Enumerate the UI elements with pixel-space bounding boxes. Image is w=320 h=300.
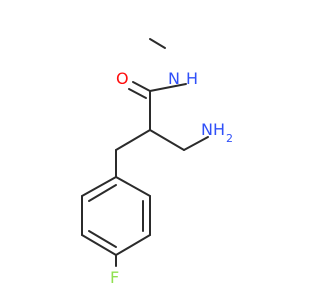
ring-bond-4 xyxy=(81,234,117,256)
ring-bond-1 xyxy=(115,176,151,197)
amide-hydrogen-label: H xyxy=(186,69,198,88)
ring-bond-3 xyxy=(115,234,151,256)
amide-nitrogen-label: N xyxy=(168,69,180,88)
atom-labels: O N H NH 2 F xyxy=(110,69,233,287)
bond-carbonyl-o-1 xyxy=(132,81,151,92)
fluorine-label: F xyxy=(110,268,119,287)
bond-alpha-benzyl xyxy=(115,129,151,151)
bond-n-carbonyl xyxy=(149,83,187,92)
molecule-structure-diagram: O N H NH 2 F xyxy=(81,38,233,287)
bonds xyxy=(81,38,209,267)
ring-bond-6 xyxy=(81,176,117,197)
ring-inner-bond-c xyxy=(88,184,117,202)
bond-ch2-nh2 xyxy=(183,136,209,151)
carbonyl-oxygen-label: O xyxy=(116,69,129,88)
amine-group-label: NH xyxy=(201,120,225,139)
bond-alpha-ch2 xyxy=(149,129,185,151)
bond-carbonyl-o-2 xyxy=(128,88,147,99)
bond-methyl-n xyxy=(149,38,166,49)
ring-inner-bond-b xyxy=(88,230,117,248)
amine-subscript-label: 2 xyxy=(226,132,233,145)
molecule-svg: O N H NH 2 F xyxy=(81,38,233,287)
